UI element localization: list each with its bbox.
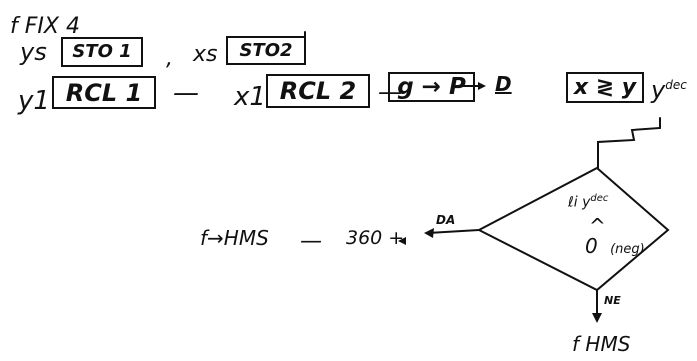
decision-l1-base: ℓi y	[568, 194, 591, 211]
box-sto1: STO 1	[61, 37, 143, 67]
box-g-to-p: g → P	[388, 72, 475, 102]
box-rcl1: RCL 1	[52, 76, 156, 109]
label-ys: ys	[20, 38, 47, 66]
y-dec-base: y	[651, 76, 666, 104]
yes-arrow-line	[427, 229, 480, 234]
decision-line1: ℓi ydec	[568, 194, 608, 210]
y-dec-sup: dec	[665, 78, 687, 92]
yes-dash-arrowhead	[398, 237, 406, 245]
arrow-gp-d-head	[478, 82, 486, 90]
box-x-swap-y: x ≷ y	[566, 72, 644, 103]
decision-zero: 0	[585, 234, 598, 258]
label-d-text: D	[495, 72, 512, 96]
box-sto2: STO2	[226, 36, 306, 65]
yes-dash: —	[300, 229, 322, 254]
decision-l1-sup: dec	[590, 193, 609, 204]
yes-arrowhead	[424, 228, 434, 238]
decision-line2: ^	[589, 214, 606, 238]
label-y-dec: ydec	[651, 78, 687, 102]
decision-diamond	[476, 166, 670, 292]
label-xs: xs	[193, 42, 218, 67]
box-rcl2: RCL 2	[266, 74, 370, 108]
yes-plus-360: 360 +	[346, 227, 405, 249]
decision-line3: 0 (neg)	[585, 236, 645, 256]
no-label: NE	[604, 294, 621, 307]
no-arrowhead	[592, 313, 602, 323]
no-result: f HMS	[572, 332, 631, 356]
yes-result: f→HMS	[200, 226, 269, 250]
connector-to-decision	[597, 117, 661, 169]
header-text: f FIX 4	[10, 14, 80, 39]
decision-neg: (neg)	[610, 242, 645, 257]
yes-label: DA	[436, 213, 456, 227]
label-d: D	[495, 74, 512, 94]
header-fix4: f FIX 4	[10, 16, 80, 38]
label-y1: y1	[18, 86, 50, 116]
label-x1: x1	[234, 82, 266, 112]
minus-1: —	[173, 78, 199, 108]
comma: ,	[166, 46, 173, 71]
